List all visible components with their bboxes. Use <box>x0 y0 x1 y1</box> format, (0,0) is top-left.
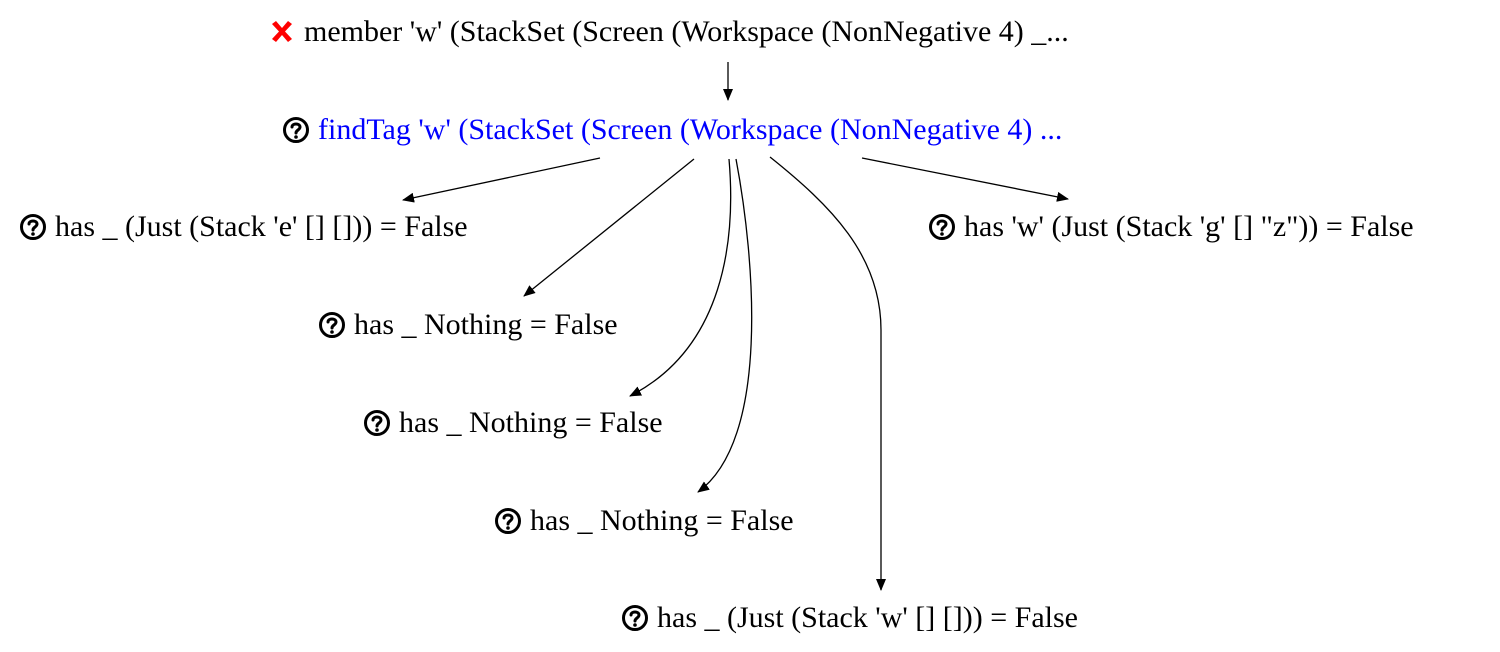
node-has-nothing-2[interactable]: has _ Nothing = False <box>363 405 663 441</box>
node-label: has 'w' (Just (Stack 'g' [] "z")) = Fals… <box>964 210 1414 243</box>
node-has-stack-w[interactable]: has _ (Just (Stack 'w' [] [])) = False <box>621 600 1078 636</box>
edge-findtag-to-has-nothing-2 <box>629 158 732 397</box>
node-member-root[interactable]: member 'w' (StackSet (Screen (Workspace … <box>268 14 1069 50</box>
question-circle-icon <box>318 311 346 339</box>
node-label: member 'w' (StackSet (Screen (Workspace … <box>304 15 1069 48</box>
node-has-nothing-1[interactable]: has _ Nothing = False <box>318 307 618 343</box>
node-has-w-stack-g[interactable]: has 'w' (Just (Stack 'g' [] "z")) = Fals… <box>928 209 1414 245</box>
question-circle-icon <box>494 507 522 535</box>
node-has-nothing-3[interactable]: has _ Nothing = False <box>494 503 794 539</box>
cross-icon <box>268 18 296 46</box>
edge-findtag-to-has-nothing-3 <box>697 158 753 493</box>
node-findtag[interactable]: findTag 'w' (StackSet (Screen (Workspace… <box>282 112 1062 148</box>
node-label: findTag 'w' (StackSet (Screen (Workspace… <box>318 113 1063 146</box>
edge-findtag-to-has-nothing-1 <box>523 158 695 297</box>
question-circle-icon <box>363 409 391 437</box>
node-label: has _ Nothing = False <box>354 308 618 341</box>
edge-findtag-to-has-w-g <box>861 157 1069 202</box>
node-label: has _ Nothing = False <box>530 504 794 537</box>
node-label: has _ (Just (Stack 'e' [] [])) = False <box>55 210 468 243</box>
question-circle-icon <box>928 213 956 241</box>
node-label: has _ Nothing = False <box>399 406 663 439</box>
node-label: has _ (Just (Stack 'w' [] [])) = False <box>657 601 1078 634</box>
node-has-stack-e[interactable]: has _ (Just (Stack 'e' [] [])) = False <box>19 209 468 245</box>
edge-findtag-to-has-w-stack <box>769 156 886 591</box>
question-circle-icon <box>19 213 47 241</box>
question-circle-icon <box>621 604 649 632</box>
question-circle-icon <box>282 116 310 144</box>
edge-findtag-to-has-e <box>402 157 601 203</box>
